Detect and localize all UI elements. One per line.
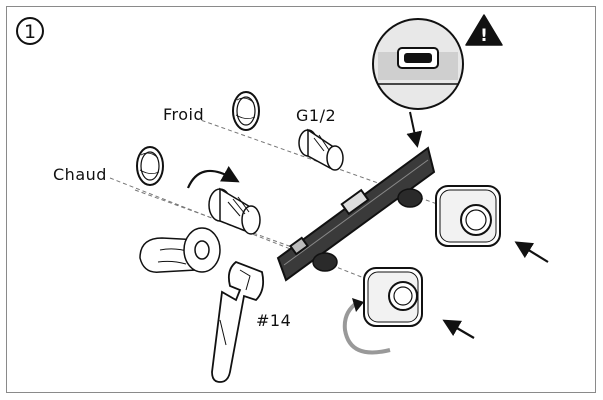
magnified-level-callout	[372, 18, 464, 148]
step-number-badge: 1	[16, 17, 44, 45]
hot-label: Chaud	[53, 165, 107, 184]
hot-connector-fitting	[208, 187, 261, 235]
rotate-arrow-icon	[186, 166, 240, 189]
cold-label: Froid	[163, 105, 204, 124]
warning-icon: !	[465, 14, 503, 46]
upper-handle-cap	[435, 185, 501, 247]
hand-with-seal	[139, 227, 221, 273]
diagram-frame	[6, 6, 596, 393]
hot-inlet-ring	[136, 146, 164, 186]
mount-knobs	[312, 188, 423, 272]
step-number: 1	[24, 21, 36, 43]
wrench-size-label: #14	[256, 311, 291, 330]
lower-handle-cap	[363, 267, 423, 327]
warning-symbol: !	[480, 26, 488, 46]
push-arrow-icon	[442, 241, 549, 339]
rotate-arrow-lower-icon	[342, 298, 391, 355]
wrench-icon	[211, 260, 265, 383]
cold-connector-fitting	[298, 128, 344, 171]
cold-inlet-ring	[232, 91, 260, 131]
spirit-level-icon	[276, 146, 436, 282]
thread-label: G1/2	[296, 106, 336, 125]
